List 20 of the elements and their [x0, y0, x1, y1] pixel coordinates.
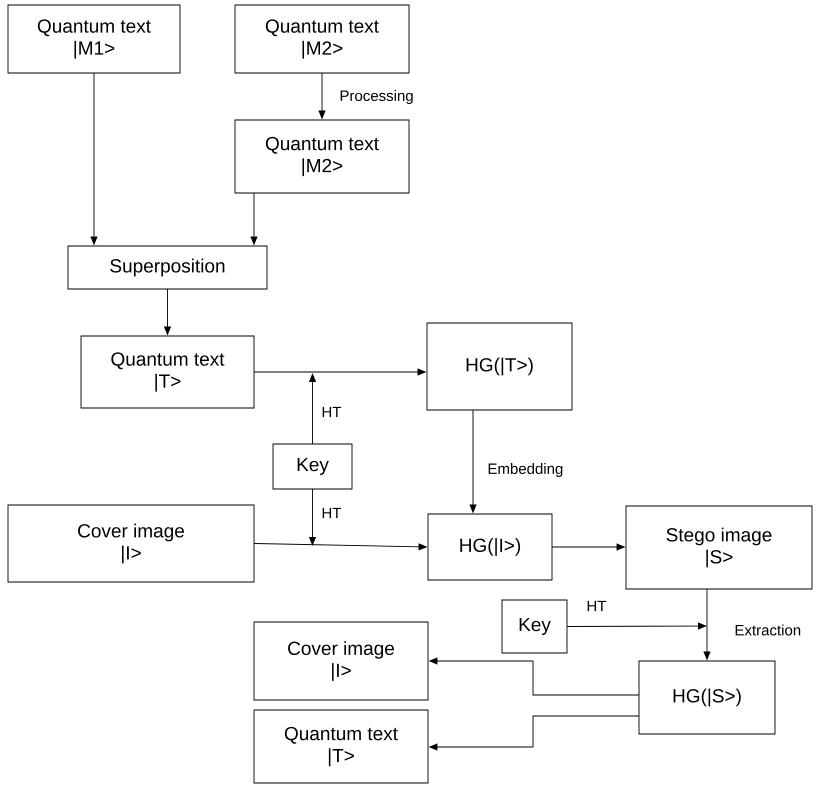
process-box: Superposition [68, 246, 268, 290]
process-box: Cover image |I> [254, 622, 428, 700]
process-box: Quantum text |M2> [234, 4, 410, 74]
key-box: Key [272, 444, 352, 490]
process-box: HG(|S>) [638, 660, 776, 734]
edge-label: HT [320, 406, 342, 418]
process-box: Stego image |S> [626, 506, 812, 590]
process-box: Quantum text |T> [80, 336, 254, 408]
edge-label: HT [320, 506, 342, 520]
edge-label: HT [585, 600, 608, 612]
edge-label: Extraction [733, 624, 802, 636]
process-box: HG(|T>) [426, 322, 572, 410]
process-box: HG(|I>) [428, 514, 552, 580]
edge-label: Embedding [486, 462, 564, 478]
key-box: Key [502, 600, 568, 654]
process-box: Quantum text |M1> [8, 4, 180, 74]
process-box: Cover image |I> [8, 504, 254, 582]
process-box: Quantum text |T> [254, 710, 428, 784]
edge-label: Processing [338, 89, 415, 105]
process-box: Quantum text |M2> [234, 120, 410, 194]
